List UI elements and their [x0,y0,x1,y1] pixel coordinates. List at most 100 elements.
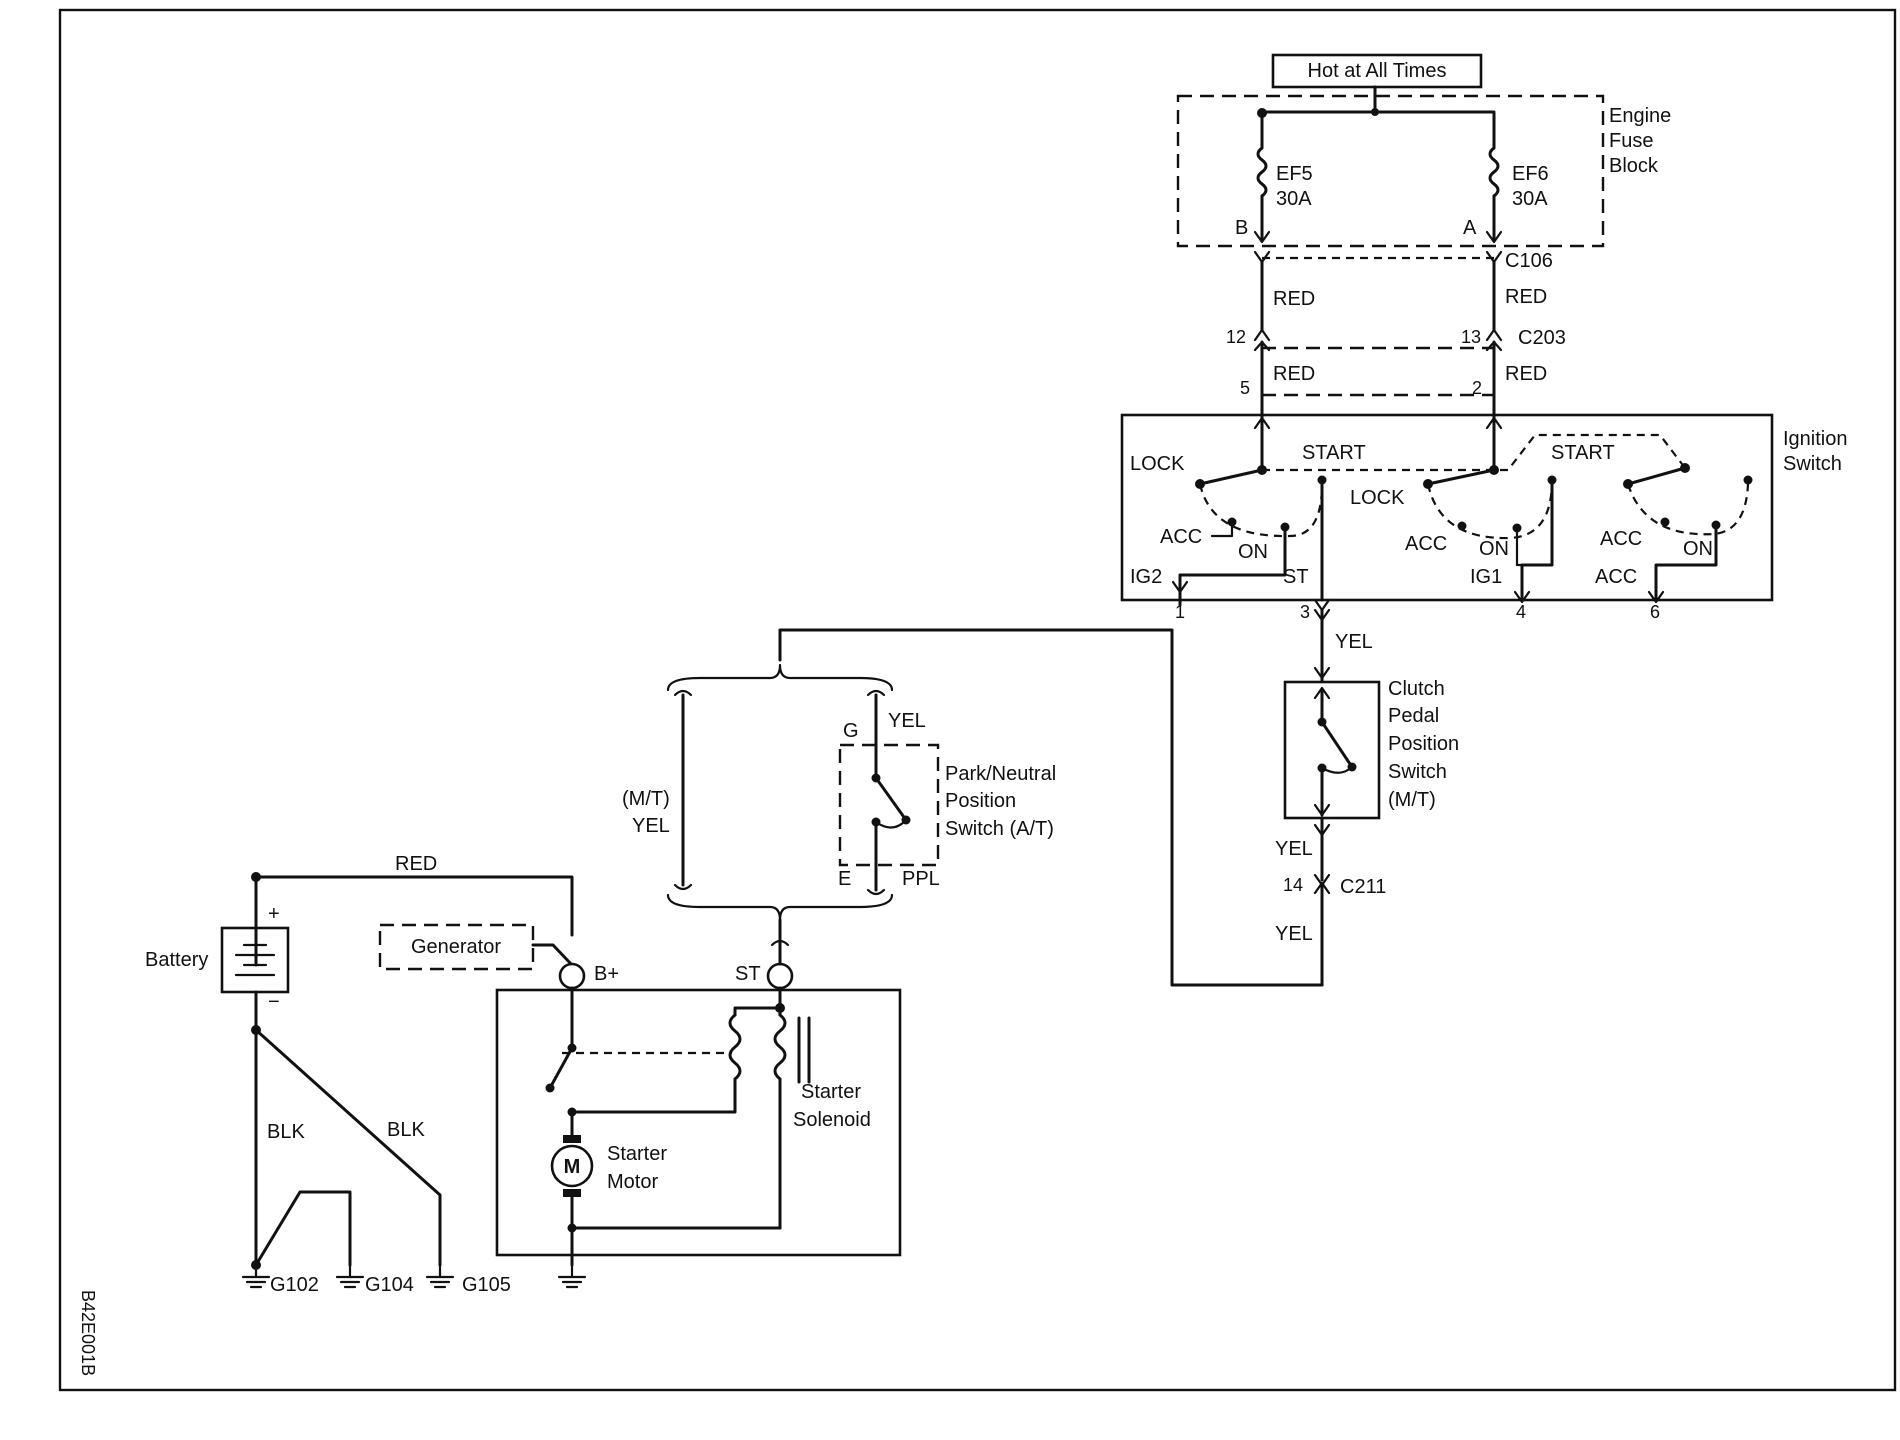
ign-acc-label-3: ACC [1600,528,1642,550]
wire-red-ef5: RED [1273,288,1315,310]
wire-yel-st: YEL [1335,631,1373,653]
ign-on-label-2: ON [1479,538,1509,560]
st-terminal-label: ST [735,963,761,985]
ign-start-label-2: START [1551,442,1615,464]
wire-ppl: PPL [902,868,940,890]
figure-id: B42E001B [78,1290,98,1376]
park-neutral-position-switch: (M/T) YEL YEL G E PPL Park/Neutral Posit… [622,663,1056,962]
clutch-switch-outline [1283,680,1381,820]
connectors-c106-c203: C106 RED RED 12 13 C203 RED RED [1226,250,1566,422]
fuse-ef6-symbol [1488,146,1500,198]
ign-output-pin-4: 4 [1516,602,1526,622]
clutch-switch-label-1: Clutch [1388,678,1445,700]
wire-blk-2: BLK [387,1119,425,1141]
wire-yel-c211: YEL [1275,923,1313,945]
wire-yel-clutch-out: YEL [1275,838,1313,860]
battery-label: Battery [145,949,208,971]
fuse-ef5-name: EF5 [1276,163,1313,185]
pull-in-coil [728,1013,742,1081]
fuse-ef6-pin: A [1463,217,1477,239]
wire-red-ef6: RED [1505,286,1547,308]
clutch-switch-label-3: Position [1388,733,1459,755]
hot-at-all-times-label: Hot at All Times [1308,60,1447,82]
ign-input-pin-2: 2 [1472,378,1482,398]
fuse-ef5-symbol [1256,146,1268,198]
c211-label: C211 [1340,876,1386,898]
starter-motor-label-2: Motor [607,1171,658,1193]
brace-bottom [666,893,894,922]
ign-acc-label-1: ACC [1160,526,1202,548]
fuse-ef6-rating: 30A [1512,188,1548,210]
clutch-switch-label-4: Switch [1388,761,1447,783]
starter-motor-label-1: Starter [607,1143,667,1165]
ign-lock-label-1: LOCK [1130,453,1185,475]
wire-red-battery: RED [395,853,437,875]
wire-red-pin5: RED [1273,363,1315,385]
c203-pin-12: 12 [1226,327,1246,347]
wire-yel-pn: YEL [888,710,926,732]
pn-switch-label-3: Switch (A/T) [945,818,1054,840]
pn-pin-g: G [843,720,859,742]
fuse-block-label-2: Fuse [1609,130,1653,152]
pn-switch-label-2: Position [945,790,1016,812]
hot-at-all-times-box [1271,53,1483,89]
ign-acc-output-label: ACC [1595,566,1637,588]
ignition-switch-label-2: Switch [1783,453,1842,475]
solenoid-label-2: Solenoid [793,1109,871,1131]
clutch-switch-label-2: Pedal [1388,705,1439,727]
generator-label: Generator [411,936,501,958]
starter-motor-m: M [564,1156,581,1178]
ignition-switch-outline [1120,413,1774,602]
park-neutral-outline [838,743,940,867]
generator: Generator [378,923,574,971]
fuse-block-label-1: Engine [1609,105,1671,127]
ign-on-label-3: ON [1683,538,1713,560]
ignition-switch-label-1: Ignition [1783,428,1848,450]
clutch-pedal-position-switch: YEL Clutch Pedal Position Switch (M/T) Y… [778,590,1459,987]
st-terminal [766,962,794,990]
fuse-ef5-pin: B [1235,217,1248,239]
page-frame [58,8,1897,1392]
c203-label: C203 [1518,327,1566,349]
ign-lock-label-2: LOCK [1350,487,1405,509]
ignition-switch: Ignition Switch 5 2 START START LOCK ACC… [1120,378,1848,622]
b-plus-label: B+ [594,963,619,985]
ign-st-label: ST [1283,566,1309,588]
pn-switch-label-1: Park/Neutral [945,763,1056,785]
hold-in-coil [773,1013,787,1081]
ign-acc-label-2: ACC [1405,533,1447,555]
ign-output-pin-1: 1 [1175,602,1185,622]
wire-red-pin2: RED [1505,363,1547,385]
wire-blk-1: BLK [267,1121,305,1143]
fuse-block-label-3: Block [1609,155,1659,177]
ign-ig1-label: IG1 [1470,566,1502,588]
mt-yel-label-2: YEL [632,815,670,837]
starter-assembly: B+ ST Starter Solenoid M Starter Motor [495,958,902,1289]
ground-g102: G102 [270,1274,319,1296]
solenoid-label-1: Starter [801,1081,861,1103]
c211-pin-14: 14 [1283,875,1303,895]
pn-pin-e: E [838,868,851,890]
ign-ig2-label: IG2 [1130,566,1162,588]
ign-start-label-1: START [1302,442,1366,464]
ign-on-label-1: ON [1238,541,1268,563]
battery-plus: + [268,903,280,925]
ground-g105: G105 [462,1274,511,1296]
fuse-ef5-rating: 30A [1276,188,1312,210]
fuse-ef6-name: EF6 [1512,163,1549,185]
c106-label: C106 [1505,250,1553,272]
starter-motor-symbol [550,1144,594,1188]
c203-pin-13: 13 [1461,327,1481,347]
battery: RED + Battery − BLK BLK G102 G104 G105 [145,853,574,1296]
b-plus-terminal [558,962,586,990]
engine-fuse-block: Hot at All Times EF5 30A B EF6 30A A Eng… [1176,53,1671,248]
brace-top [666,663,894,692]
generator-box [378,923,535,971]
battery-minus: − [268,991,280,1013]
ign-output-pin-6: 6 [1650,602,1660,622]
ground-g104: G104 [365,1274,414,1296]
ign-input-pin-5: 5 [1240,378,1250,398]
starter-outline [495,988,902,1257]
mt-yel-label-1: (M/T) [622,788,670,810]
